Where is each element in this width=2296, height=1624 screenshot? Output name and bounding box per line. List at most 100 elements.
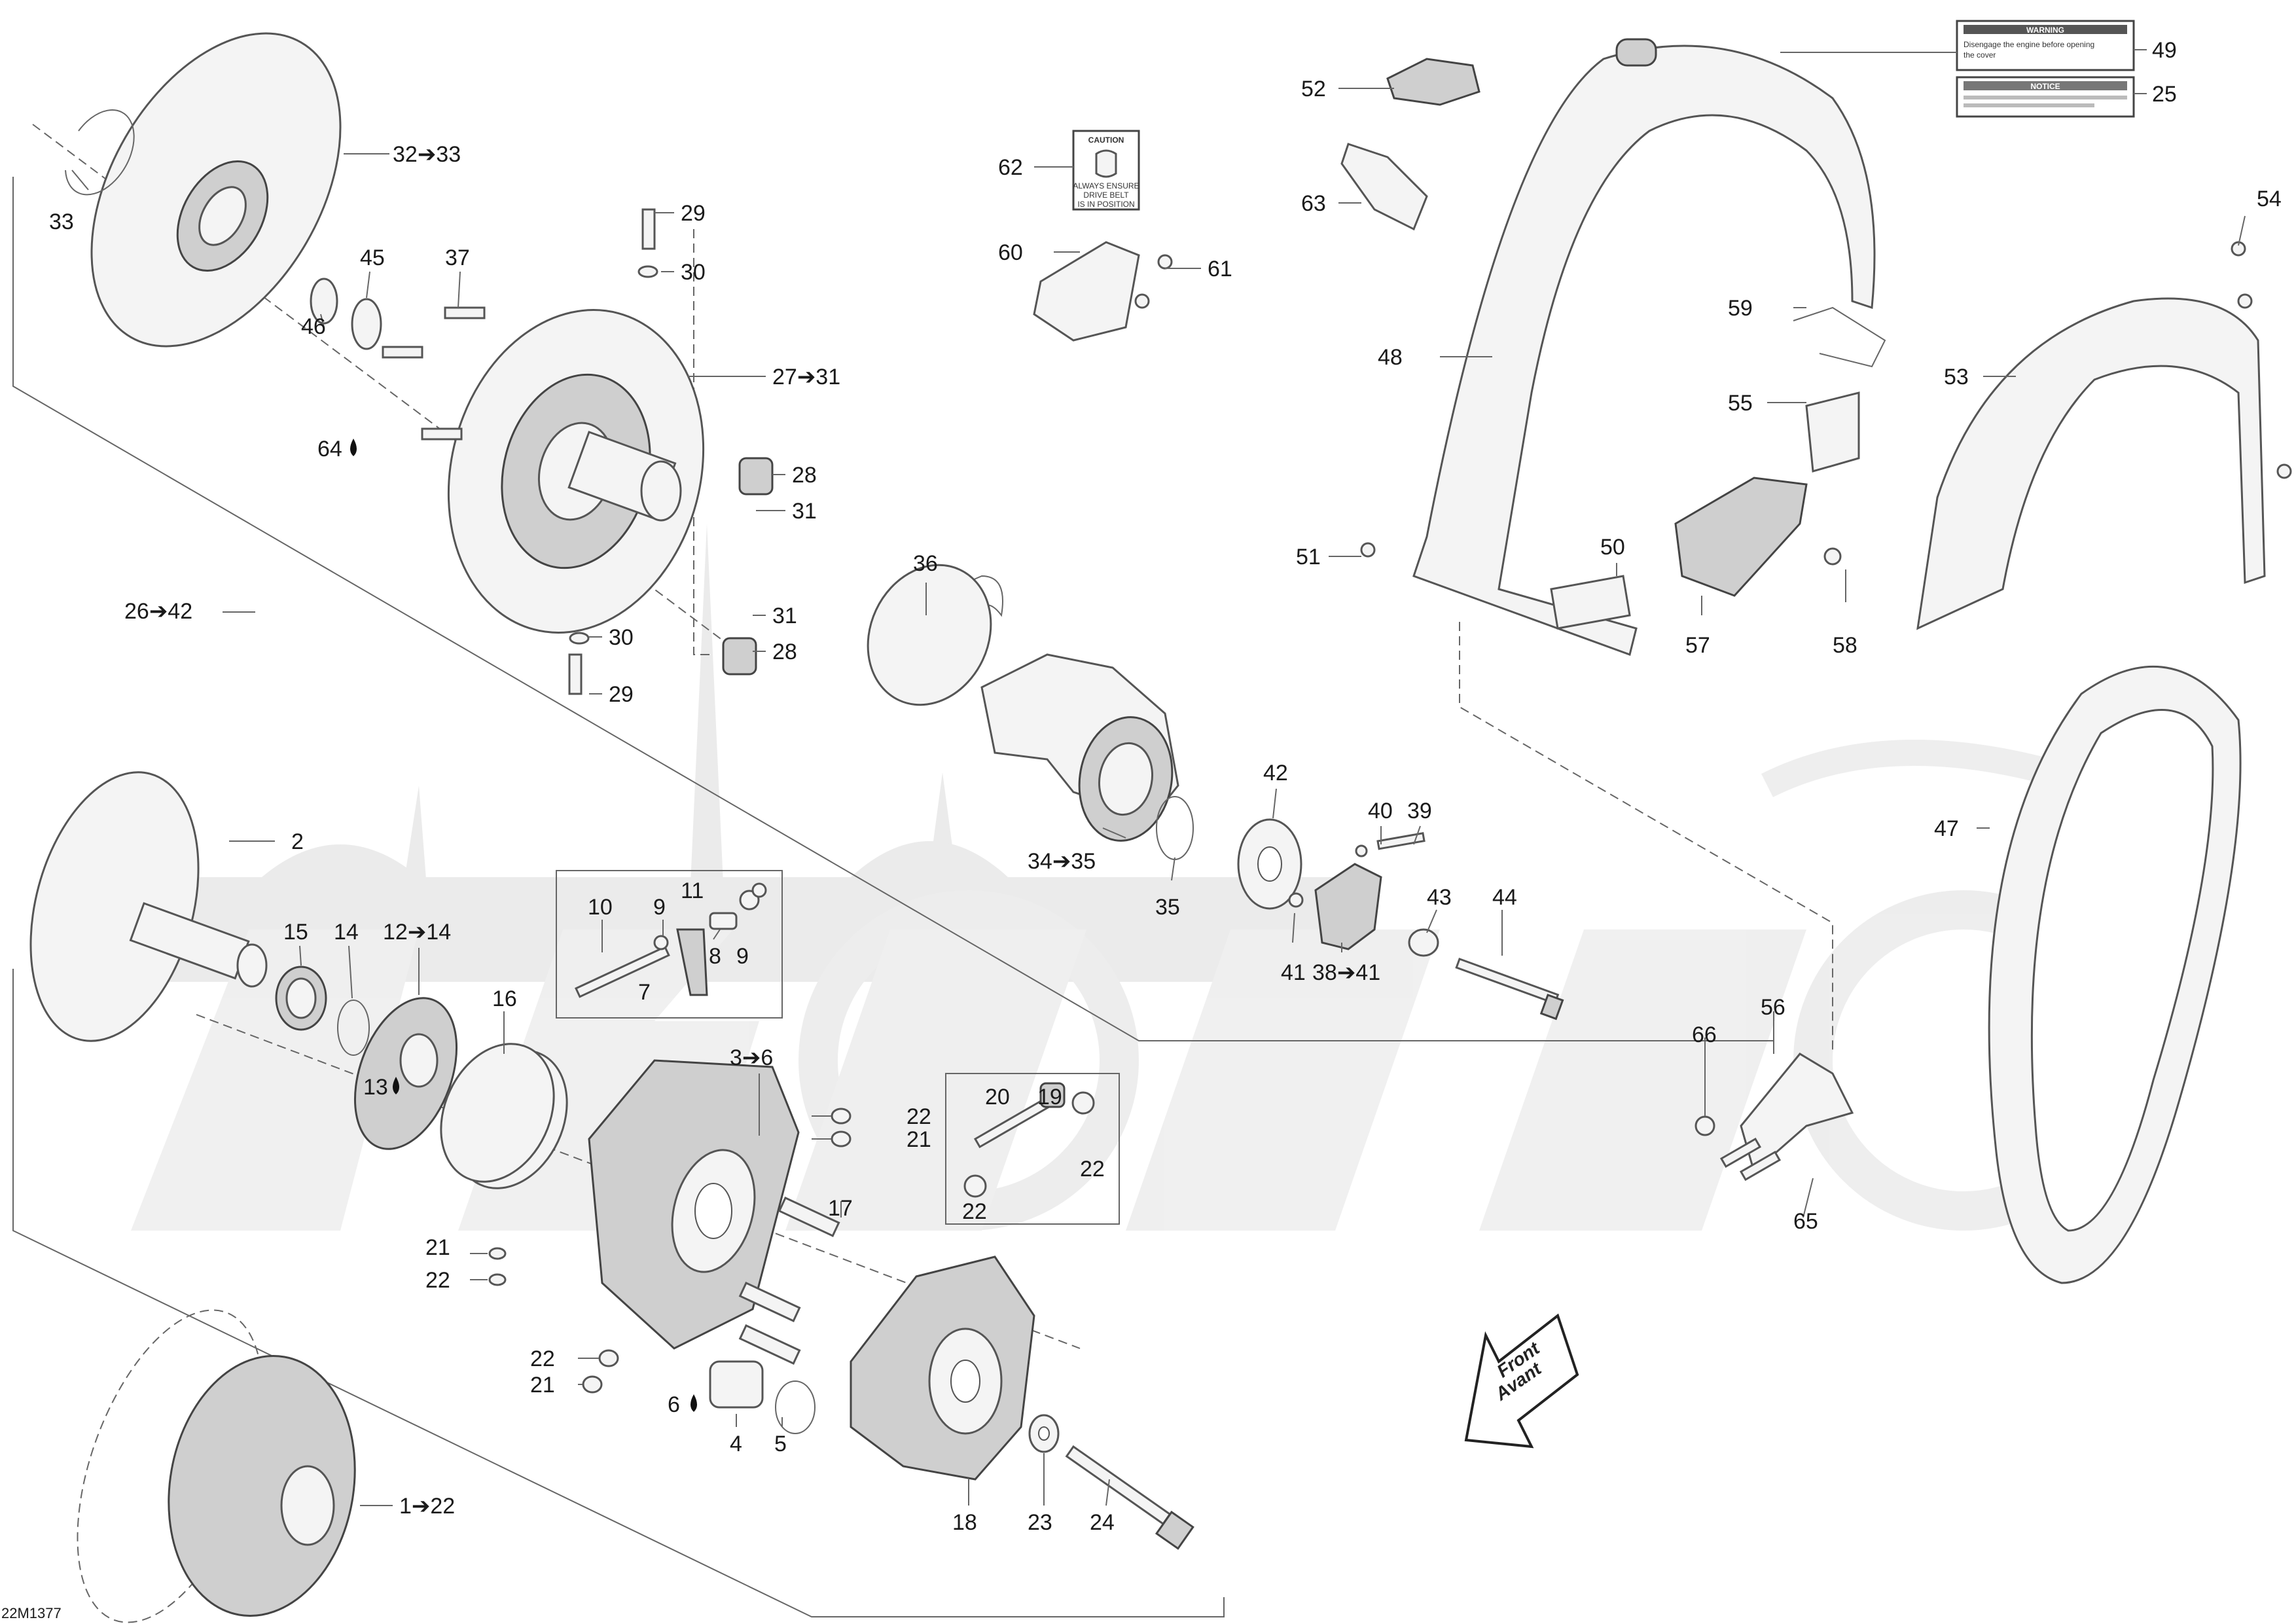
grease-drop-icon	[350, 439, 357, 456]
callout-32-33: 32➔33	[393, 142, 461, 167]
callout-40: 40	[1368, 799, 1393, 823]
callout-20: 20	[985, 1085, 1010, 1110]
warning-decal-49: WARNING Disengage the engine before open…	[1956, 20, 2135, 71]
lever-kit-box	[556, 870, 783, 1019]
drive-belt-47	[1988, 666, 2242, 1284]
callout-39: 39	[1407, 799, 1432, 823]
callout-36: 36	[913, 551, 938, 576]
callout-42: 42	[1263, 761, 1288, 785]
callout-66: 66	[1692, 1022, 1717, 1047]
callout-22: 22	[962, 1199, 987, 1224]
callout-58: 58	[1833, 633, 1857, 658]
callout-33: 33	[49, 209, 74, 234]
cam-34	[980, 653, 1179, 842]
washers-45-46	[310, 278, 382, 350]
grease-drop-icon	[393, 1077, 399, 1094]
callout-61: 61	[1208, 257, 1232, 281]
callout-10: 10	[588, 895, 613, 920]
callout-52: 52	[1301, 77, 1326, 101]
driven-sliding-sheave	[447, 309, 705, 634]
callout-48: 48	[1378, 345, 1403, 370]
drive-movable-sheave	[588, 1059, 800, 1350]
callout-28: 28	[792, 463, 817, 488]
spider-18	[850, 1255, 1035, 1481]
callout-30: 30	[609, 625, 634, 650]
callout-23: 23	[1028, 1510, 1052, 1535]
callout-4: 4	[730, 1432, 742, 1456]
callout-15: 15	[283, 920, 308, 945]
callout-43: 43	[1427, 885, 1452, 910]
callout-54: 54	[2257, 187, 2282, 211]
callout-24: 24	[1090, 1510, 1115, 1535]
callout-29: 29	[609, 682, 634, 707]
notice-decal-25: NOTICE	[1956, 76, 2135, 118]
caution-decal-line3: IS IN POSITION	[1077, 200, 1134, 209]
ring-14	[337, 1000, 370, 1056]
callout-26-42: 26➔42	[124, 599, 192, 624]
callout-38-41: 38➔41	[1312, 960, 1380, 985]
caution-decal-line2: DRIVE BELT	[1083, 190, 1129, 200]
callout-47: 47	[1934, 816, 1959, 841]
callout-13: 13	[363, 1075, 388, 1100]
guard-53	[1916, 297, 2266, 630]
caution-decal-line1: ALWAYS ENSURE	[1073, 181, 1139, 190]
callout-34-35: 34➔35	[1028, 849, 1096, 874]
callout-50: 50	[1600, 535, 1625, 560]
callout-46: 46	[301, 314, 326, 339]
warning-decal-line1: Disengage the engine before opening	[1964, 40, 2094, 49]
callout-22: 22	[1080, 1157, 1105, 1182]
warning-decal-title: WARNING	[2026, 26, 2064, 35]
callout-9: 9	[653, 895, 666, 920]
callout-49: 49	[2152, 38, 2177, 63]
cover-12	[353, 997, 458, 1150]
callout-44: 44	[1492, 885, 1517, 910]
callout-53: 53	[1944, 365, 1969, 389]
callout-37: 37	[445, 245, 470, 270]
callout-2: 2	[291, 829, 304, 854]
callout-16: 16	[492, 986, 517, 1011]
callout-9: 9	[736, 944, 749, 969]
bushing-15	[275, 965, 327, 1031]
small-parts-21-22	[488, 1108, 852, 1394]
callout-6: 6	[668, 1392, 680, 1417]
callout-25: 25	[2152, 82, 2177, 107]
callout-numbers: 33 32➔33 45 46 37 29 30 27➔31 64 28 31 2…	[49, 38, 2282, 1535]
callout-41: 41	[1281, 960, 1306, 985]
callout-56: 56	[1761, 995, 1785, 1020]
callout-17: 17	[828, 1196, 853, 1221]
grease-drop-icon	[691, 1394, 697, 1412]
callout-45: 45	[360, 245, 385, 270]
callout-7: 7	[638, 980, 651, 1005]
washer-23-bolt-24	[1028, 1414, 1194, 1550]
callout-8: 8	[709, 944, 721, 969]
watermark	[131, 524, 2170, 1231]
callout-30: 30	[681, 260, 706, 285]
callout-51: 51	[1296, 545, 1321, 569]
driven-fixed-sheave	[90, 32, 342, 348]
washer-42	[1237, 818, 1302, 910]
callout-59: 59	[1728, 296, 1753, 321]
callout-22: 22	[530, 1346, 555, 1371]
callout-22: 22	[425, 1268, 450, 1293]
callout-55: 55	[1728, 391, 1753, 416]
rollers-28	[722, 457, 774, 676]
drive-fixed-sheave	[29, 771, 268, 1042]
callout-21: 21	[530, 1373, 555, 1398]
callout-62: 62	[998, 155, 1023, 180]
callout-18: 18	[952, 1510, 977, 1535]
leader-lines	[71, 49, 2246, 1506]
drawing-id: 22M1377	[1, 1605, 62, 1621]
callout-19: 19	[1037, 1085, 1062, 1110]
warning-decal-line2: the cover	[1964, 50, 1996, 60]
caution-decal-62: CAUTION ALWAYS ENSURE DRIVE BELT IS IN P…	[1072, 130, 1140, 211]
callout-31: 31	[772, 604, 797, 628]
screws-17	[738, 1197, 840, 1365]
callout-35: 35	[1155, 895, 1180, 920]
bracket-38	[1288, 832, 1426, 950]
callout-5: 5	[774, 1432, 787, 1456]
caution-decal-title: CAUTION	[1088, 135, 1124, 145]
callout-63: 63	[1301, 191, 1326, 216]
callout-28: 28	[772, 640, 797, 664]
tool-holder-52-63	[1340, 58, 1480, 231]
